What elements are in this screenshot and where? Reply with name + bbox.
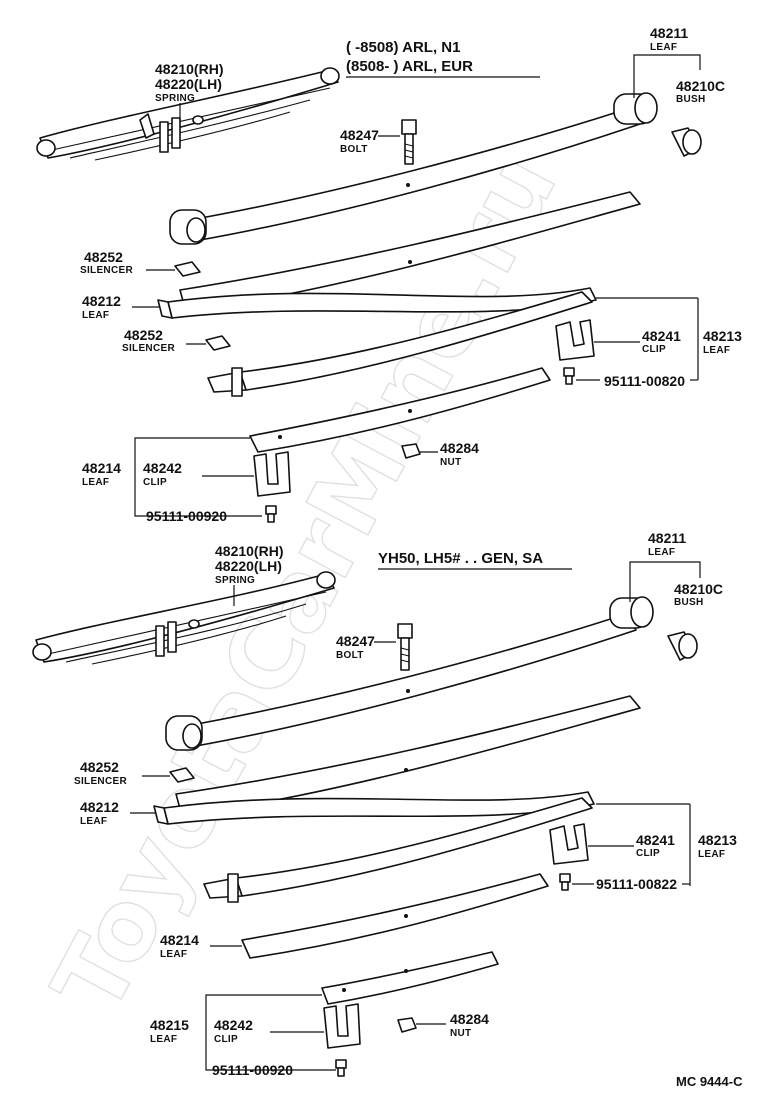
- top-bush-number: 48210C: [676, 78, 725, 94]
- bottom-bolt-small-number: 95111-00822: [596, 876, 677, 892]
- top-clip-48242-number: 48242: [143, 460, 182, 476]
- top-silencer-2-number: 48252: [124, 327, 163, 343]
- top-leaf-48211: [169, 92, 658, 245]
- top-bolt-number: 48247: [340, 127, 379, 143]
- bottom-applicability: YH50, LH5# . . GEN, SA: [378, 550, 543, 567]
- bottom-spring-label: SPRING: [215, 575, 255, 586]
- bottom-leaf-48211-leader: [629, 561, 701, 602]
- top-spring-rh-number: 48210(RH): [155, 61, 223, 77]
- top-nut-number: 48284: [440, 440, 479, 456]
- top-bolt-95111-00820: [563, 367, 575, 385]
- top-clip-48242-label: CLIP: [143, 477, 167, 488]
- top-silencer-2-label: SILENCER: [122, 343, 175, 354]
- bottom-leaf-48214: [241, 873, 549, 959]
- top-bush-48210c: [671, 127, 702, 157]
- bottom-leaf-48211-number: 48211: [648, 530, 686, 546]
- top-spring-label: SPRING: [155, 93, 195, 104]
- top-leaf-48213-number: 48213: [703, 328, 742, 344]
- bottom-leaf-48214-label: LEAF: [160, 949, 187, 960]
- top-bush-label: BUSH: [676, 94, 706, 105]
- bottom-leaf-48215-bracket: [205, 994, 336, 1071]
- bottom-leaf-2: [175, 695, 641, 817]
- bottom-silencer: [169, 767, 195, 783]
- top-bolt-small-number: 95111-00820: [604, 373, 685, 389]
- top-leaf-48212-number: 48212: [82, 293, 121, 309]
- top-leaf-48214-label: LEAF: [82, 477, 109, 488]
- bottom-leaf-48211: [165, 596, 654, 751]
- bottom-leaf-48212: [153, 791, 595, 850]
- top-bolt-small2-number: 95111-00920: [146, 508, 227, 524]
- top-silencer-1-number: 48252: [84, 249, 123, 265]
- top-leaf-48211-label: LEAF: [650, 42, 677, 53]
- bottom-bolt-small2-number: 95111-00920: [212, 1062, 293, 1078]
- bottom-bush-label: BUSH: [674, 597, 704, 608]
- bottom-clip-48241: [549, 823, 589, 865]
- bottom-silencer-number: 48252: [80, 759, 119, 775]
- top-clip-48241-number: 48241: [642, 328, 681, 344]
- top-clip-48241: [555, 319, 595, 361]
- bottom-bolt-95111-00920: [335, 1059, 347, 1077]
- top-leaf-48213: [207, 291, 593, 397]
- bottom-leaf-48213-number: 48213: [698, 832, 737, 848]
- top-clip-48241-label: CLIP: [642, 344, 666, 355]
- bottom-leaf-48211-label: LEAF: [648, 547, 675, 558]
- top-nut-48284: [401, 443, 421, 459]
- bottom-clip-48242-number: 48242: [214, 1017, 253, 1033]
- top-bolt-label: BOLT: [340, 144, 368, 155]
- bottom-clip-48241-number: 48241: [636, 832, 675, 848]
- top-leaf-48213-label: LEAF: [703, 345, 730, 356]
- bottom-nut-number: 48284: [450, 1011, 489, 1027]
- top-clip-48242: [253, 451, 291, 497]
- top-silencer-2: [205, 335, 231, 351]
- bottom-section: YH50, LH5# . . GEN, SA 48210(RH) 48220(L…: [32, 530, 737, 1078]
- bottom-bolt-number: 48247: [336, 633, 375, 649]
- bottom-clip-48242-label: CLIP: [214, 1034, 238, 1045]
- bottom-bolt-label: BOLT: [336, 650, 364, 661]
- bottom-leaf-48213-label: LEAF: [698, 849, 725, 860]
- top-leaf-48214-bracket: [134, 437, 262, 517]
- bottom-clip-48241-label: CLIP: [636, 848, 660, 859]
- bottom-nut-label: NUT: [450, 1028, 471, 1039]
- top-spring-assembly: [36, 67, 340, 161]
- bottom-nut-48284: [397, 1017, 417, 1033]
- top-silencer-1-label: SILENCER: [80, 265, 133, 276]
- top-bolt-48247: [401, 119, 417, 165]
- top-spring-lh-number: 48220(LH): [155, 76, 222, 92]
- top-nut-label: NUT: [440, 457, 461, 468]
- top-leaf-48214-number: 48214: [82, 460, 121, 476]
- bottom-leaf-48215-label: LEAF: [150, 1034, 177, 1045]
- top-leaf-2: [179, 191, 641, 313]
- bottom-spring-lh-number: 48220(LH): [215, 558, 282, 574]
- bottom-spring-assembly: [32, 571, 336, 665]
- top-silencer-1: [174, 261, 201, 277]
- bottom-clip-48242: [323, 1003, 361, 1049]
- bottom-bush-number: 48210C: [674, 581, 723, 597]
- top-leaf-48212-label: LEAF: [82, 310, 109, 321]
- document-code: MC 9444-C: [676, 1074, 743, 1089]
- bottom-leaf-48212-number: 48212: [80, 799, 119, 815]
- bottom-bolt-95111-00822: [559, 873, 571, 891]
- bottom-leaf-48214-number: 48214: [160, 932, 199, 948]
- bottom-leaf-48215-number: 48215: [150, 1017, 189, 1033]
- top-leaf-48211-leader: [633, 54, 701, 98]
- bottom-bolt-48247: [397, 623, 413, 671]
- bottom-silencer-label: SILENCER: [74, 776, 127, 787]
- bottom-spring-rh-number: 48210(RH): [215, 543, 283, 559]
- top-bolt-95111-00920: [265, 505, 277, 523]
- top-applicability-line-2: (8508- ) ARL, EUR: [346, 58, 473, 75]
- bottom-leaf-48213: [203, 797, 593, 903]
- bottom-leaf-48215: [321, 951, 499, 1005]
- top-section: ( -8508) ARL, N1 (8508- ) ARL, EUR 48210…: [36, 25, 742, 524]
- bottom-leaf-48212-label: LEAF: [80, 816, 107, 827]
- top-leaf-48211-number: 48211: [650, 25, 688, 41]
- bottom-bush-48210c: [667, 631, 698, 661]
- top-leaf-48214: [249, 367, 551, 453]
- top-applicability-line-1: ( -8508) ARL, N1: [346, 39, 460, 56]
